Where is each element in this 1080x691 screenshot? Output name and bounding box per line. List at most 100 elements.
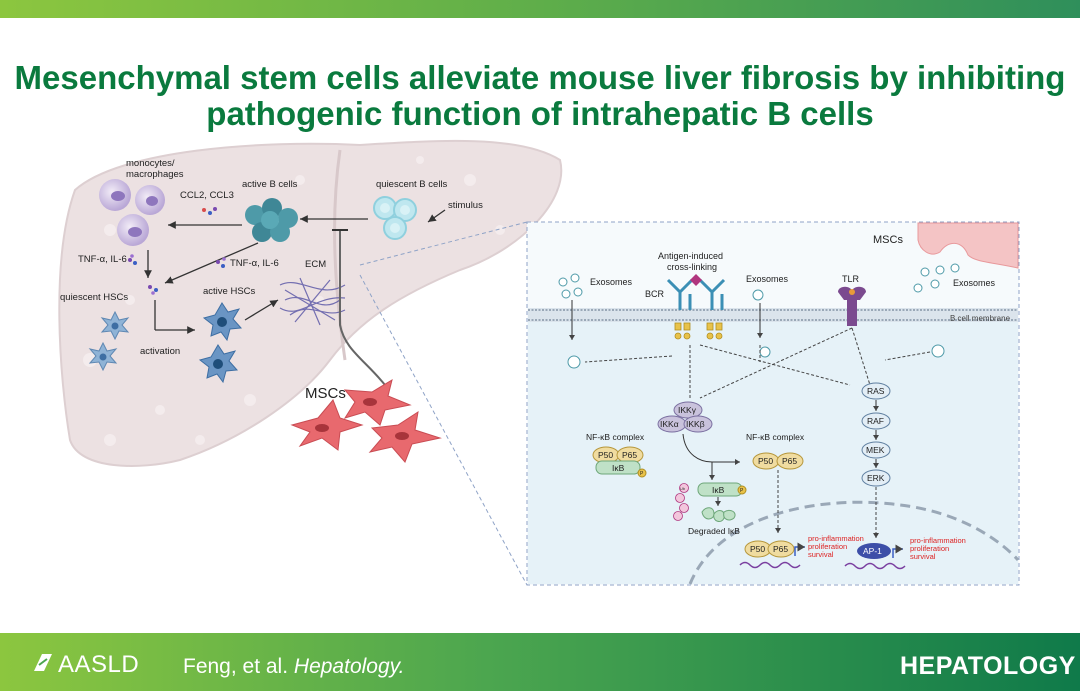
p50-nuc: P50 [750, 544, 765, 554]
footer-bar [0, 633, 1080, 691]
msc-cells [290, 378, 442, 463]
ubiquitin-chain [673, 483, 689, 521]
activation-label: activation [140, 346, 180, 357]
ikb-phospho [697, 482, 747, 497]
monocytes-label: monocytes/ [126, 158, 175, 169]
antigen-label-1: Antigen-induced [658, 251, 723, 261]
macrophage-cells [99, 179, 165, 246]
out2-line3: survival [910, 552, 936, 561]
out2-line2: proliferation [910, 544, 949, 553]
ap1-factor [857, 543, 891, 559]
ap1-label: AP-1 [863, 546, 882, 556]
aasld-logo-icon [34, 654, 52, 671]
exosomes-left-label: Exosomes [590, 277, 633, 287]
p-left: P [640, 471, 644, 477]
arrow-hsc-to-ecm [244, 299, 279, 321]
active-b-cell-cluster [245, 198, 298, 242]
liver-texture [83, 156, 505, 446]
exosome-mid [752, 289, 764, 301]
stimulus-arrow [427, 209, 446, 223]
ikk-complex [657, 401, 713, 433]
p65-nuc: P65 [773, 544, 788, 554]
journal-name: HEPATOLOGY [900, 652, 1076, 680]
ikb-mid: IκB [712, 485, 725, 495]
liver-mscs-label: MSCs [305, 385, 346, 402]
stimulus-label: stimulus [448, 200, 483, 211]
active-b-cells-label: active B cells [242, 179, 298, 190]
exosome-right [913, 263, 960, 293]
bcr-label: BCR [645, 289, 665, 299]
nfkb-complex-left-label: NF-κB complex [586, 432, 645, 442]
title-line-1: Mesenchymal stem cells alleviate mouse l… [14, 59, 1066, 96]
nuclear-nfkb [744, 540, 795, 558]
nfkb-complex-left [592, 446, 647, 478]
ikk-beta-label: IKKβ [686, 419, 705, 429]
out1-line2: proliferation [808, 542, 847, 551]
out2-line1: pro-inflammation [910, 536, 966, 545]
p65-left: P65 [622, 450, 637, 460]
p65-right: P65 [782, 456, 797, 466]
cytokine-dots [148, 285, 158, 295]
ecm-fibers [279, 277, 346, 326]
degraded-ikb-fragments [701, 507, 736, 522]
antigen-label-2: cross-linking [667, 262, 717, 272]
raf-label: RAF [867, 416, 884, 426]
dna-left [739, 561, 801, 569]
top-green-bar [0, 0, 1080, 18]
erk-label: ERK [867, 473, 885, 483]
tnf-center-dots [216, 257, 226, 268]
p-mid: P [740, 488, 744, 494]
membrane-label: B cell membrane [950, 314, 1011, 323]
b-cell-membrane [528, 308, 1018, 322]
mapk-cascade [861, 382, 891, 538]
itam-phosphates [674, 322, 723, 340]
arrow-b-to-hsc [164, 242, 259, 284]
p50-right: P50 [758, 456, 773, 466]
nfkb-complex-right [752, 452, 804, 470]
tnf-center-label: TNF-α, IL-6 [230, 258, 279, 269]
nfkb-complex-right-label: NF-κB complex [746, 432, 805, 442]
degraded-label: Degraded IκB [688, 526, 740, 536]
ecm-label: ECM [305, 259, 326, 270]
exo-internal-right [931, 344, 945, 358]
exo-internal-mid [759, 346, 771, 358]
quiescent-b-cells [373, 196, 417, 240]
liver-illustration: monocytes/ macrophages active B cells CC… [58, 139, 563, 467]
mek-label: MEK [866, 445, 885, 455]
tlr-receptor [838, 286, 866, 326]
citation-journal: Hepatology. [293, 655, 405, 678]
ras-label: RAS [867, 386, 885, 396]
quiescent-b-cells-label: quiescent B cells [376, 179, 448, 190]
signaling-panel: MSCs B cell membrane Exosomes Exosomes E… [526, 221, 1020, 586]
liver-lobe-line [333, 149, 347, 361]
arrow-ikk-to-ikb [682, 433, 740, 465]
ikk-alpha-label: IKKα [660, 419, 679, 429]
signal-lines [584, 327, 931, 399]
zoom-line-top [359, 221, 528, 266]
exosomes-right-label: Exosomes [953, 278, 996, 288]
exo-internal-left [567, 355, 581, 369]
tlr-label: TLR [842, 274, 860, 284]
out1-line1: pro-inflammation [808, 534, 864, 543]
zoom-line-bottom [359, 274, 528, 586]
exosomes-mid-label: Exosomes [746, 274, 789, 284]
ikk-gamma-label: IKKγ [678, 405, 697, 415]
quiescent-hscs-label: quiescent HSCs [60, 292, 128, 303]
aasld-logo: AASLD [58, 651, 140, 678]
ub-label: Ub [680, 486, 686, 491]
title-line-2: pathogenic function of intrahepatic B ce… [206, 95, 874, 132]
panel-mscs-label: MSCs [873, 234, 903, 246]
msc-inhibition-line [339, 230, 386, 386]
active-hscs-label: active HSCs [203, 286, 256, 297]
msc-corner-cell [917, 222, 1019, 269]
p50-left: P50 [598, 450, 613, 460]
page-title: Mesenchymal stem cells alleviate mouse l… [0, 60, 1080, 132]
exosome-left [558, 273, 583, 299]
transcription-arrow-1 [794, 542, 805, 556]
out1-line3: survival [808, 550, 834, 559]
active-hsc-cells [198, 302, 243, 384]
tnf-left-dots [128, 254, 137, 265]
tnf-left-label: TNF-α, IL-6 [78, 254, 127, 265]
macrophages-label: macrophages [126, 169, 184, 180]
